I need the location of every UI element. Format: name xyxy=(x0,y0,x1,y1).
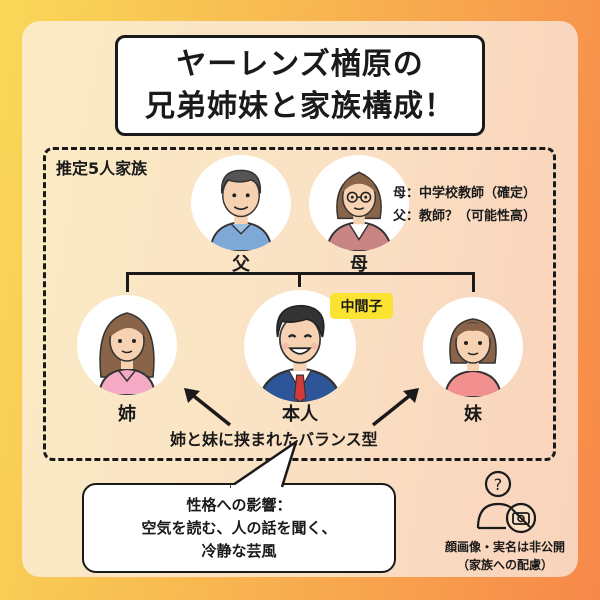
younger-sister-avatar xyxy=(423,297,523,397)
tree-horizontal-line xyxy=(126,272,475,275)
family-box xyxy=(43,147,556,461)
anonymous-person-no-camera-icon: ? xyxy=(476,470,537,534)
privacy-line-1: 顔画像・実名は非公開 xyxy=(444,540,565,554)
personality-bubble: 性格への影響： 空気を読む、人の話を聞く、 冷静な芸風 xyxy=(82,483,396,573)
younger-sister-label: 妹 xyxy=(464,404,482,425)
family-box-label: 推定5人家族 xyxy=(56,159,148,178)
arrow-to-younger-sister-icon xyxy=(371,388,419,427)
elder-sister-avatar xyxy=(77,295,177,395)
occupation-notes: 母：中学校教師（確定） 父：教師？（可能性高） xyxy=(393,182,536,228)
bubble-tail xyxy=(230,440,298,488)
title-line-1: ヤーレンズ楢原の xyxy=(176,46,424,82)
content-card-right xyxy=(490,21,578,577)
title-box: ヤーレンズ楢原の 兄弟姉妹と家族構成！ xyxy=(115,35,485,136)
middle-child-badge: 中間子 xyxy=(330,293,393,319)
father-label: 父 xyxy=(232,254,250,275)
mother-label: 母 xyxy=(350,254,368,275)
privacy-line-2: （家族への配慮） xyxy=(456,558,553,572)
mother-avatar xyxy=(309,155,409,251)
bubble-line-1: 性格への影響： xyxy=(186,495,292,514)
father-avatar xyxy=(191,155,291,251)
privacy-notice: 顔画像・実名は非公開 （家族への配慮） xyxy=(430,538,580,574)
father-occupation-note: 父：教師？（可能性高） xyxy=(393,209,537,224)
tree-right-drop xyxy=(472,272,475,292)
title-line-2: 兄弟姉妹と家族構成！ xyxy=(145,88,455,124)
arrow-to-elder-sister-icon xyxy=(184,388,232,427)
elder-sister-label: 姉 xyxy=(118,404,136,425)
bubble-line-2: 空気を読む、人の話を聞く、 xyxy=(141,518,337,537)
balance-caption: 姉と妹に挟まれたバランス型 xyxy=(170,430,378,449)
self-label: 本人 xyxy=(282,404,318,425)
tree-left-drop xyxy=(126,272,129,292)
bubble-line-3: 冷静な芸風 xyxy=(201,541,277,560)
svg-text:?: ? xyxy=(494,475,503,494)
tree-center-stem xyxy=(298,274,301,287)
mother-occupation-note: 母：中学校教師（確定） xyxy=(393,186,537,201)
